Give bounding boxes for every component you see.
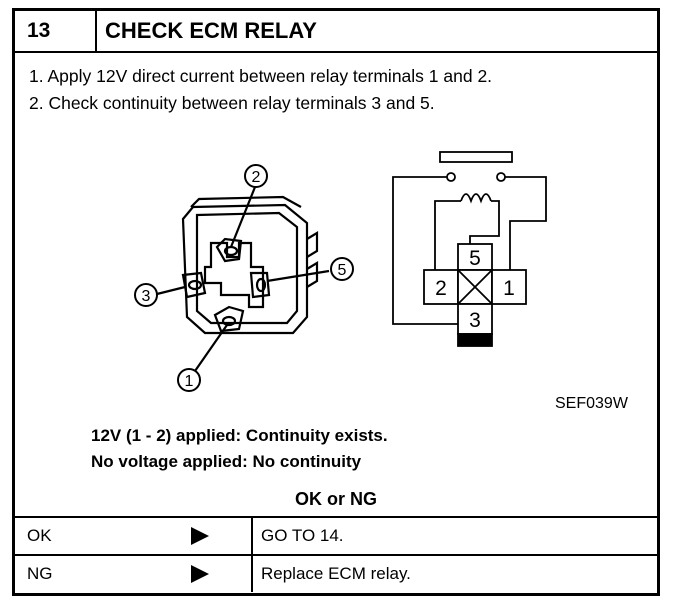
decision-question: OK or NG (294, 489, 377, 509)
column-divider (251, 518, 253, 554)
terminal-callout (330, 257, 354, 281)
relay-terminal-label: 5 (469, 247, 481, 270)
outcome-result: NG (27, 564, 53, 583)
arrow-right-icon (191, 527, 209, 545)
connector-terminal-label: 1 (185, 373, 194, 390)
instruction-step: 1. Apply 12V direct current between rela… (29, 66, 493, 86)
step-number: 13 (15, 11, 97, 51)
arrow-right-icon (191, 565, 209, 583)
result-line: 12V (1 - 2) applied: Continuity exists. (91, 426, 388, 445)
terminal-callout (134, 283, 158, 307)
outcome-row-ok[interactable]: OK GO TO 14. (15, 516, 657, 554)
relay-terminal-label: 1 (503, 277, 515, 300)
outcome-action: Replace ECM relay. (261, 564, 411, 583)
instruction-list: 1. Apply 12V direct current between rela… (29, 63, 492, 117)
inspection-step-panel: 13 CHECK ECM RELAY 1. Apply 12V direct c… (12, 8, 660, 596)
terminal-callout (177, 368, 201, 392)
figure-reference-code: SEF039W (555, 395, 628, 412)
relay-schematic (392, 151, 547, 347)
expected-results: 12V (1 - 2) applied: Continuity exists. … (91, 423, 388, 475)
step-header: 13 CHECK ECM RELAY (15, 11, 657, 53)
relay-connector-illustration (156, 186, 330, 372)
relay-terminal-label: 3 (469, 309, 481, 332)
result-line: No voltage applied: No continuity (91, 452, 362, 471)
outcome-action: GO TO 14. (261, 526, 344, 545)
outcome-result: OK (27, 526, 52, 545)
instruction-step: 2. Check continuity between relay termin… (29, 93, 435, 113)
relay-diagram: 2 3 5 1 5 2 1 (134, 151, 547, 392)
column-divider (251, 556, 253, 592)
connector-terminal-label: 3 (142, 288, 151, 305)
outcome-row-ng[interactable]: NG Replace ECM relay. (15, 554, 657, 592)
terminal-callouts: 2 3 5 1 (134, 164, 354, 392)
step-title: CHECK ECM RELAY (105, 18, 317, 43)
terminal-callout (244, 164, 268, 188)
relay-terminal-label: 2 (435, 277, 447, 300)
connector-terminal-label: 2 (252, 169, 261, 186)
relay-contact-bar (439, 151, 513, 163)
connector-terminal-label: 5 (338, 262, 347, 279)
